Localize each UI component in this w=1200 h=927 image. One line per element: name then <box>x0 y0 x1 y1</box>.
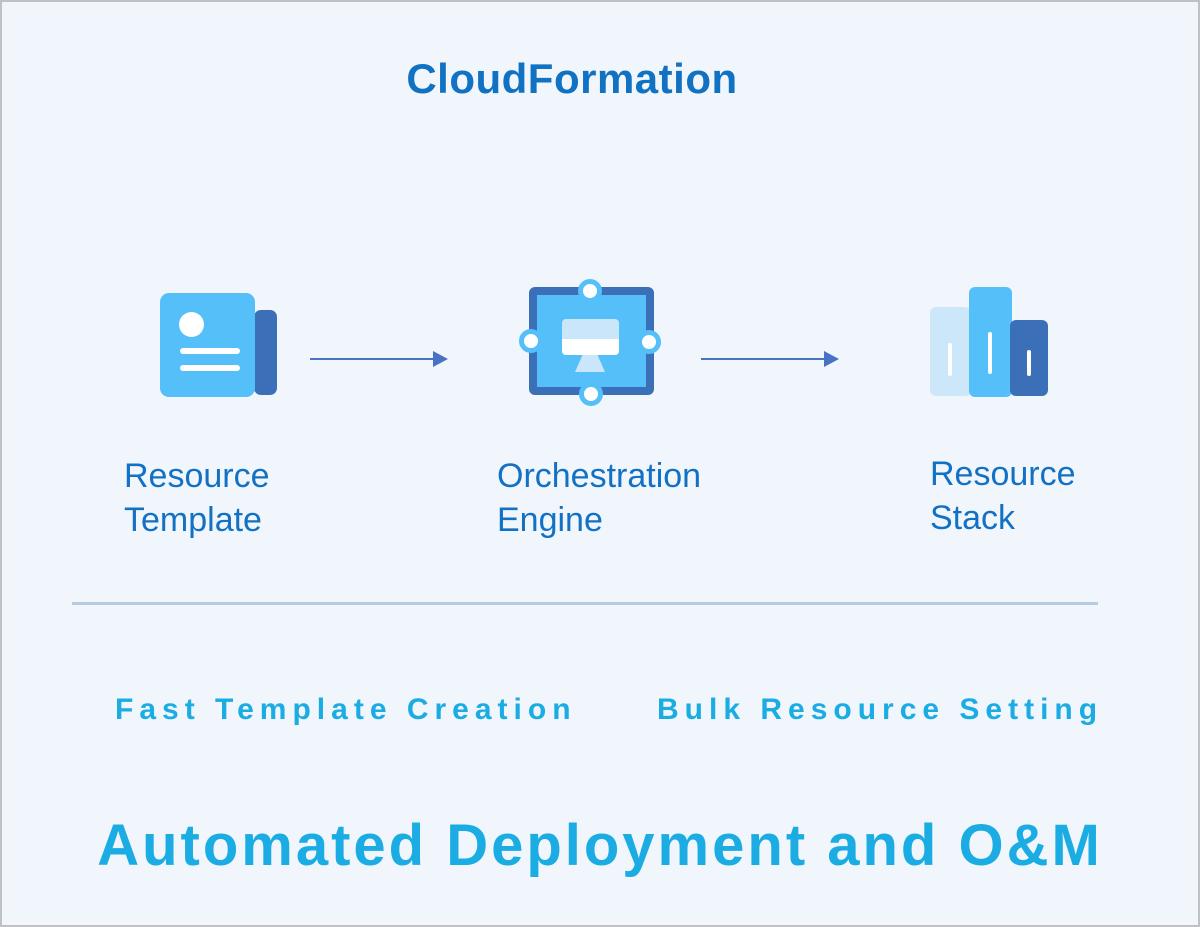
resource-stack-node <box>930 287 1050 397</box>
document-icon <box>160 293 255 397</box>
resource-template-node <box>160 289 280 399</box>
arrow-shaft <box>310 358 435 360</box>
stack-bar-tick <box>1027 350 1031 376</box>
orchestration-engine-node <box>519 279 661 406</box>
connector-dot-bottom <box>579 382 603 406</box>
stack-bar-tick <box>948 343 952 376</box>
resource-template-label: Resource Template <box>124 457 270 539</box>
orchestration-engine-label: Orchestration Engine <box>497 457 702 539</box>
document-back-page <box>254 310 277 395</box>
flow-arrow-right-icon <box>310 351 448 367</box>
feature-fast-template-creation: Fast Template Creation <box>115 693 577 726</box>
page-title: CloudFormation <box>406 55 738 102</box>
document-text-line <box>180 348 240 354</box>
connector-dot-left <box>519 329 543 353</box>
monitor-stand <box>575 355 605 372</box>
document-avatar-dot <box>179 312 204 337</box>
monitor-screen <box>562 319 619 355</box>
feature-bulk-resource-setting: Bulk Resource Setting <box>657 693 1104 726</box>
document-text-line <box>180 365 240 371</box>
resource-stack-label: Resource Stack <box>930 455 1076 537</box>
flow-arrow-right-icon <box>701 351 839 367</box>
section-divider <box>72 602 1098 605</box>
connector-dot-top <box>578 279 602 303</box>
tagline: Automated Deployment and O&M <box>97 813 1103 878</box>
stack-bar-tick <box>988 332 992 374</box>
monitor-screen-band <box>562 339 619 355</box>
arrow-head <box>433 351 448 367</box>
arrow-head <box>824 351 839 367</box>
connector-dot-right <box>637 330 661 354</box>
arrow-shaft <box>701 358 826 360</box>
